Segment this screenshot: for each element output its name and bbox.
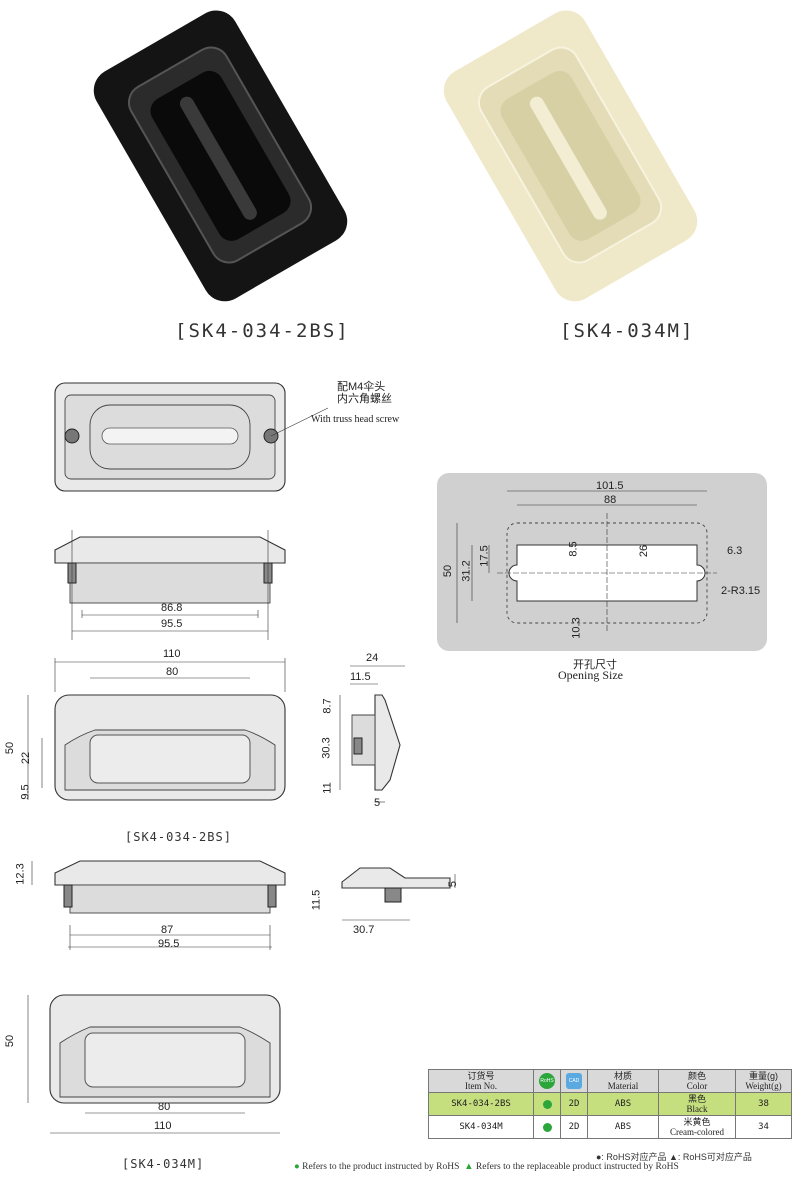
dim-80-m: 80	[158, 1101, 171, 1113]
dim-17-5: 17.5	[478, 545, 491, 567]
dim-88: 88	[604, 494, 617, 506]
rohs-dot-icon	[542, 1123, 552, 1133]
dim-50: 50	[4, 741, 17, 755]
side-view-2	[31, 860, 286, 950]
caption-m: [SK4-034M]	[122, 1157, 205, 1171]
black-handle-photo	[93, 10, 348, 302]
header-weight-cn: 重量(g)	[749, 1071, 778, 1081]
legend-rohs: Refers to the product instructed by RoHS	[302, 1162, 460, 1172]
screw-note-cn-2: 内六角螺丝	[337, 393, 392, 405]
dim-9-5: 9.5	[19, 784, 32, 800]
front-view-m	[27, 994, 281, 1134]
screw-note-cn-1: 配M4伞头	[337, 381, 386, 393]
dim-80: 80	[166, 666, 179, 678]
dim-110: 110	[163, 648, 181, 660]
screw-note-en: With truss head screw	[311, 414, 400, 425]
dim-30-7: 30.7	[353, 924, 375, 936]
dim-12-3: 12.3	[14, 863, 27, 885]
dim-2-r3-15: 2-R3.15	[721, 585, 761, 597]
legend-line-1: ●: RoHS对应产品 ▲: RoHS可对应产品	[596, 1152, 752, 1162]
dim-110-m: 110	[154, 1120, 172, 1132]
row-cad: 2D	[560, 1115, 588, 1139]
dim-87: 87	[161, 924, 174, 936]
row-item: SK4-034M	[428, 1115, 534, 1139]
cream-handle-photo	[443, 10, 698, 302]
opening-size-en: Opening Size	[558, 668, 623, 682]
row-color-cn: 黑色	[687, 1094, 706, 1104]
dim-5: 5	[374, 797, 381, 809]
front-view-2bs	[27, 658, 286, 801]
dim-95-5: 95.5	[161, 618, 183, 630]
dim-86-8: 86.8	[161, 602, 183, 614]
dim-11-5: 11.5	[350, 671, 371, 683]
header-item-en: Item No.	[465, 1081, 497, 1091]
dim-8-5: 8.5	[567, 541, 580, 557]
opening-size-panel	[437, 473, 767, 651]
cad-icon: CAD	[566, 1073, 582, 1089]
legend-line-2: ● Refers to the product instructed by Ro…	[294, 1162, 679, 1172]
dim-30-3: 30.3	[320, 737, 333, 759]
header-color-cn: 颜色	[687, 1071, 706, 1081]
header-color-en: Color	[686, 1081, 708, 1091]
legend-replaceable: Refers to the replaceable product instru…	[475, 1162, 679, 1172]
dim-95-5-b: 95.5	[158, 938, 180, 950]
dim-24: 24	[366, 652, 379, 664]
profile-view-2bs	[339, 665, 405, 803]
rohs-icon: RoHS	[539, 1073, 555, 1089]
row-color-en: Black	[686, 1104, 708, 1114]
dim-50-m: 50	[4, 1034, 17, 1048]
caption-2bs: [SK4-034-2BS]	[125, 830, 232, 844]
row-material: ABS	[587, 1115, 659, 1139]
dim-open-50: 50	[442, 564, 455, 578]
header-item-cn: 订货号	[467, 1071, 495, 1081]
row-material: ABS	[587, 1092, 659, 1116]
dim-26: 26	[638, 544, 651, 558]
row-item: SK4-034-2BS	[428, 1092, 534, 1116]
opening-size-cn: 开孔尺寸	[573, 659, 617, 671]
row-cad: 2D	[560, 1092, 588, 1116]
row-weight: 34	[735, 1115, 792, 1139]
dim-11: 11	[321, 782, 334, 794]
profile-view-m	[341, 867, 456, 921]
dim-31-2: 31.2	[460, 560, 473, 582]
dim-5-b: 5	[447, 880, 460, 888]
back-view-drawing	[54, 382, 329, 492]
header-weight-en: Weight(g)	[745, 1081, 782, 1091]
row-weight: 38	[735, 1092, 792, 1116]
cream-product-caption: [SK4-034M]	[560, 320, 695, 342]
dim-6-3: 6.3	[727, 545, 743, 557]
black-product-caption: [SK4-034-2BS]	[175, 320, 350, 342]
dim-10-3: 10.3	[570, 617, 583, 639]
row-color-en: Cream-colored	[670, 1127, 724, 1137]
side-view-1	[54, 530, 286, 640]
dim-101-5: 101.5	[596, 480, 624, 492]
dim-8-7: 8.7	[321, 698, 334, 714]
header-material-cn: 材质	[613, 1071, 632, 1081]
dim-22: 22	[20, 751, 33, 765]
dim-11-5-b: 11.5	[310, 889, 323, 911]
rohs-dot-icon	[542, 1100, 552, 1110]
header-material-en: Material	[607, 1081, 639, 1091]
row-color-cn: 米黄色	[683, 1117, 711, 1127]
